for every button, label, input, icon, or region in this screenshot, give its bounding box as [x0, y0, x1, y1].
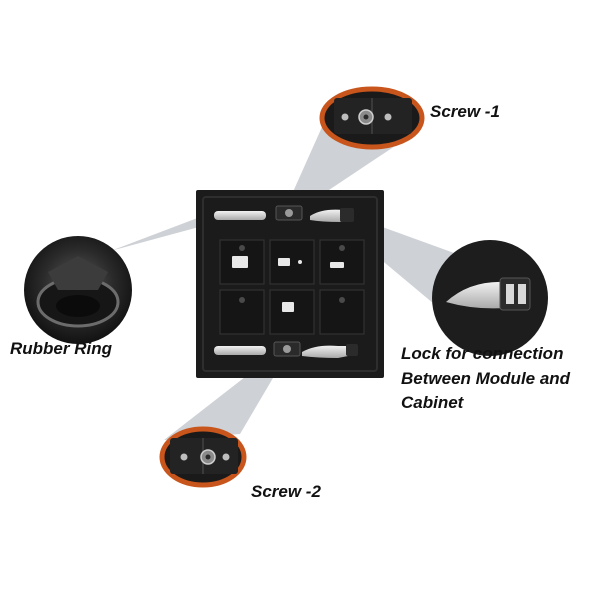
board-components — [232, 256, 344, 312]
rubber-ring-detail — [24, 236, 132, 344]
rubber-ring-label: Rubber Ring — [10, 339, 112, 358]
led-module — [196, 190, 384, 378]
screw2-label: Screw -2 — [251, 482, 321, 501]
board-posts — [239, 245, 345, 303]
lock-label-line2: Between Module and — [401, 368, 571, 388]
screw1-label: Screw -1 — [430, 102, 500, 121]
lock-label-line1: Lock for connection — [401, 344, 564, 363]
screw1-detail — [319, 86, 425, 150]
module-screws — [273, 205, 303, 357]
lock-label-line3: Cabinet — [401, 393, 464, 413]
screw2-detail — [159, 426, 247, 488]
latches — [214, 208, 358, 358]
lock-detail — [432, 240, 548, 356]
lock-label: Lock for connection Between Module and C… — [401, 342, 570, 416]
module-inner-frame — [202, 196, 378, 372]
compartment-grid — [219, 239, 365, 335]
